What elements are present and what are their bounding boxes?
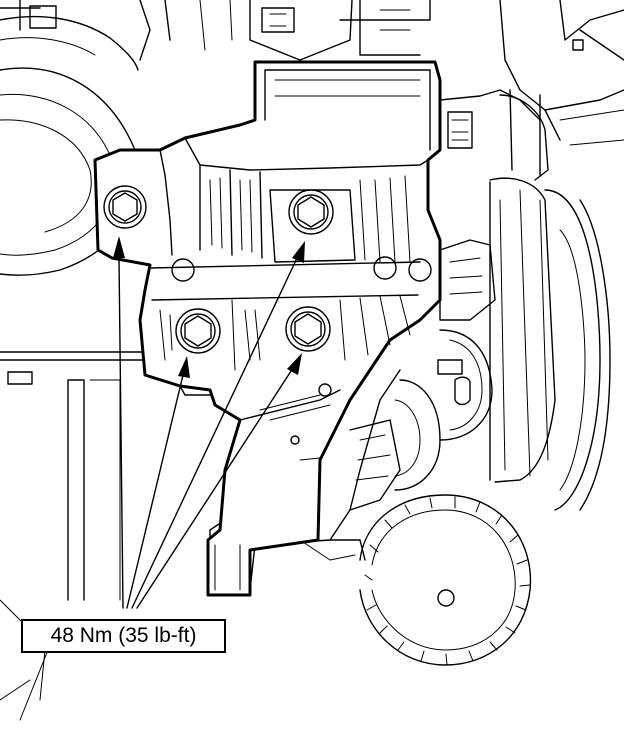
mount-bolt-lower-right [285,306,331,352]
arrowhead-upper-right-bolt [292,241,305,263]
callout-leader-lines [113,236,305,609]
mount-bolt-upper-left [103,185,147,229]
mount-bolt-upper-right [288,189,334,235]
arrowhead-upper-left-bolt [113,236,125,258]
arrowhead-lower-right-bolt [287,353,302,375]
torque-callout-label: 48 Nm (35 lb-ft) [21,619,226,653]
engine-background-right [394,0,624,511]
engine-mount-bracket [93,60,442,597]
engine-background-top [249,0,431,61]
mount-bolt-lower-left [175,308,221,354]
arrowhead-lower-left-bolt [178,356,190,378]
crank-sprocket [359,494,532,666]
